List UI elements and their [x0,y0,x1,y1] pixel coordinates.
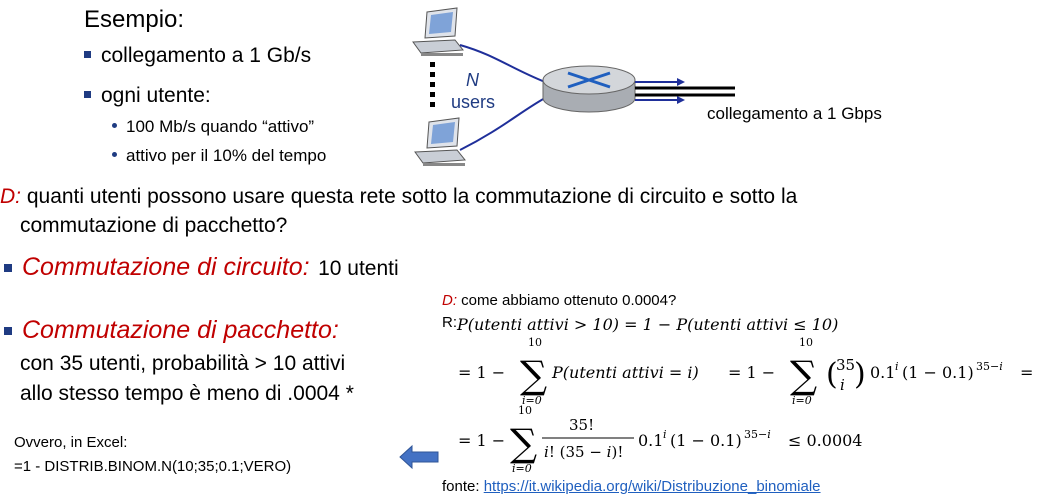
binomial-formula: P(utenti attivi > 10) = 1 − P(utenti att… [456,315,1033,475]
left-arrow-icon [399,444,439,470]
svg-text:): ) [854,357,866,392]
svg-text:i=0: i=0 [792,394,812,407]
svg-text:i=0: i=0 [512,462,532,475]
svg-text:∑: ∑ [790,353,817,397]
excel-formula: =1 - DISTRIB.BINOM.N(10;35;0.1;VERO) [14,458,292,475]
svg-text:10: 10 [799,336,813,349]
svg-text:P(utenti attivi = i): P(utenti attivi = i) [551,363,699,382]
question-line-2: commutazione di pacchetto? [20,214,288,237]
packet-switching-bullet: Commutazione di pacchetto: [4,316,339,345]
question-line-1: D: quanti utenti possono usare questa re… [0,185,798,208]
users-label: users [451,92,496,112]
network-diagram [412,7,735,166]
bullet-per-user: ogni utente: [84,84,211,108]
bullet-square [4,263,12,272]
svg-text:=: = [1020,363,1033,382]
bullet-square [84,90,91,98]
svg-text:i: i [840,376,845,394]
svg-text:(1 − 0.1): (1 − 0.1) [670,431,742,450]
ellipsis-dots [430,62,435,107]
derivation-question: D: come abbiamo ottenuto 0.0004? [442,292,677,309]
sub-bullet-active-rate: 100 Mb/s quando “attivo” [112,117,314,137]
router-icon [542,65,636,113]
svg-text:10: 10 [518,404,532,417]
packet-line-1: con 35 utenti, probabilità > 10 attivi [20,352,346,375]
svg-text:P(utenti attivi > 10) = 1 − P(: P(utenti attivi > 10) = 1 − P(utenti att… [456,315,838,334]
svg-text:35!: 35! [569,416,594,434]
svg-text:i: i [895,360,899,373]
example-title: Esempio: [84,6,185,33]
svg-text:= 1 −: = 1 − [728,363,775,382]
svg-text:0.1: 0.1 [870,363,895,382]
computer-icon [414,117,466,166]
svg-text:i=0: i=0 [522,394,542,407]
bullet-link-speed: collegamento a 1 Gb/s [84,44,311,68]
bullet-square [4,326,12,335]
bullet-dot [112,123,117,129]
svg-text:= 1 −: = 1 − [458,431,505,450]
bullet-dot [112,152,117,158]
link-label: collegamento a 1 Gbps [707,104,882,123]
source-line: fonte: https://it.wikipedia.org/wiki/Dis… [442,478,821,495]
svg-text:10: 10 [528,336,542,349]
user-link-bottom [459,97,546,151]
svg-text:(: ( [826,357,838,392]
svg-text:35: 35 [836,356,855,374]
svg-text:35−i: 35−i [976,360,1003,373]
packet-line-2: allo stesso tempo è meno di .0004 * [20,382,354,405]
computer-icon [412,7,464,56]
circuit-switching-bullet: Commutazione di circuito: 10 utenti [4,253,399,282]
svg-text:0.1: 0.1 [638,431,663,450]
svg-text:i: i [663,428,667,441]
n-label: N [466,70,479,90]
svg-text:(1 − 0.1): (1 − 0.1) [902,363,974,382]
bullet-square [84,50,91,58]
svg-text:≤ 0.0004: ≤ 0.0004 [788,431,862,450]
svg-text:i! (35 − i)!: i! (35 − i)! [544,443,623,461]
derivation-r-prefix: R: [442,314,457,331]
svg-text:= 1 −: = 1 − [458,363,505,382]
source-link[interactable]: https://it.wikipedia.org/wiki/Distribuzi… [483,478,821,495]
svg-text:∑: ∑ [520,353,547,397]
excel-intro: Ovvero, in Excel: [14,434,128,451]
sub-bullet-active-time: attivo per il 10% del tempo [112,146,326,166]
svg-text:∑: ∑ [510,421,537,465]
user-link-top [459,44,546,83]
svg-text:35−i: 35−i [744,428,771,441]
